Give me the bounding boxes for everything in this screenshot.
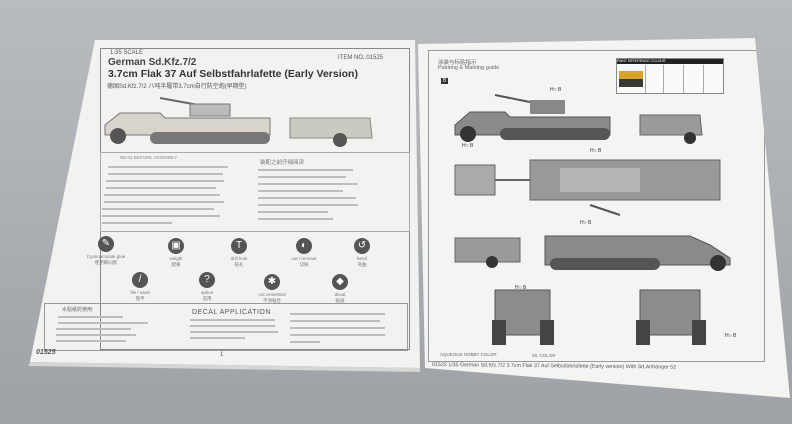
icon-label-cn: 弯曲	[357, 262, 367, 267]
bend-icon: ↺	[354, 238, 370, 254]
guide-title-cn: 涂装与标贴指示	[438, 60, 477, 66]
icon-label-cn: 钻孔	[234, 262, 244, 267]
icon-label: weight	[169, 256, 183, 261]
read-before-label-cn: 装配之前仔细阅读	[260, 160, 305, 166]
decal-icon: ◆	[332, 274, 348, 290]
decal-title: DECAL APPLICATION	[192, 309, 271, 316]
side-view-top	[454, 94, 703, 144]
footer-code: 01525	[36, 349, 56, 356]
icon-label: not cemented	[258, 292, 286, 297]
title-line-2: 3.7cm Flak 37 Auf Selbstfahrlafette (Ear…	[108, 68, 358, 80]
decal-title-cn: 水贴纸的使用:	[62, 307, 94, 313]
decal-box	[44, 303, 408, 351]
side-view-bottom	[454, 204, 731, 271]
weight-icon: ▣	[168, 238, 184, 254]
icon-label: bend	[356, 256, 367, 261]
icon-label: decal	[334, 292, 346, 297]
icon-label: option	[200, 290, 214, 295]
icon-label: cut / remove	[291, 256, 317, 261]
icon-label-cn: 选用	[202, 296, 212, 301]
icon-label-cn: 锉平	[135, 296, 145, 301]
paint-table-title: PAINT REFERENCE COLOUR	[617, 59, 723, 64]
color-swatch-dark	[619, 79, 643, 87]
not-cemented-icon: ✱	[264, 274, 280, 290]
drill-icon: T	[231, 238, 247, 254]
icon-label-cn: 不须粘合	[263, 298, 281, 303]
cut-icon: ◐	[296, 238, 312, 254]
read-before-label: READ BEFORE ASSEMBLY	[120, 155, 178, 160]
icon-label-cn: 配重	[171, 262, 181, 267]
instructions-box	[100, 152, 410, 232]
marking-callout: H○ B	[462, 143, 474, 149]
page-frame	[428, 50, 765, 362]
icon-label-cn: 切除	[299, 262, 309, 267]
legend-aqueous-color: AQUEOUS HOBBY COLOR	[440, 352, 497, 357]
marking-callout: H○ B	[550, 87, 562, 93]
front-rear-views	[492, 289, 706, 345]
icon-label-cn: 贴纸	[335, 298, 345, 303]
top-view	[454, 159, 721, 201]
file-icon: /	[132, 272, 148, 288]
glue-icon: ✎	[98, 236, 114, 252]
marking-callout: H○ B	[590, 148, 602, 154]
icon-label: file / sand	[130, 290, 150, 295]
icon-label: drill hole	[230, 256, 248, 261]
paint-reference-table: PAINT REFERENCE COLOUR	[616, 58, 724, 94]
marking-callout: H○ B	[515, 285, 527, 291]
scale-label: 1:35 SCALE	[110, 50, 144, 56]
title-line-1: German Sd.Kfz.7/2	[108, 57, 197, 68]
version-badge: B	[441, 78, 449, 84]
marking-callout: H○ B	[725, 333, 737, 339]
legend-mr-color: Mr. COLOR	[532, 353, 556, 358]
icon-label: Cyanoacrylate glue	[86, 254, 126, 259]
guide-title: Painting & Marking guide	[438, 65, 500, 71]
item-number: ITEM NO.:01525	[338, 55, 384, 61]
option-icon: ?	[199, 272, 215, 288]
color-swatch-yellow	[619, 71, 643, 79]
icon-label-cn: 使用瞬间胶	[94, 260, 118, 265]
title-chinese: 德国Sd.Kfz.7/2 八吨半履带3.7cm自行防空炮(早期型)	[107, 84, 247, 90]
marking-callout: H○ B	[580, 220, 592, 226]
page-number: 1	[220, 352, 224, 358]
